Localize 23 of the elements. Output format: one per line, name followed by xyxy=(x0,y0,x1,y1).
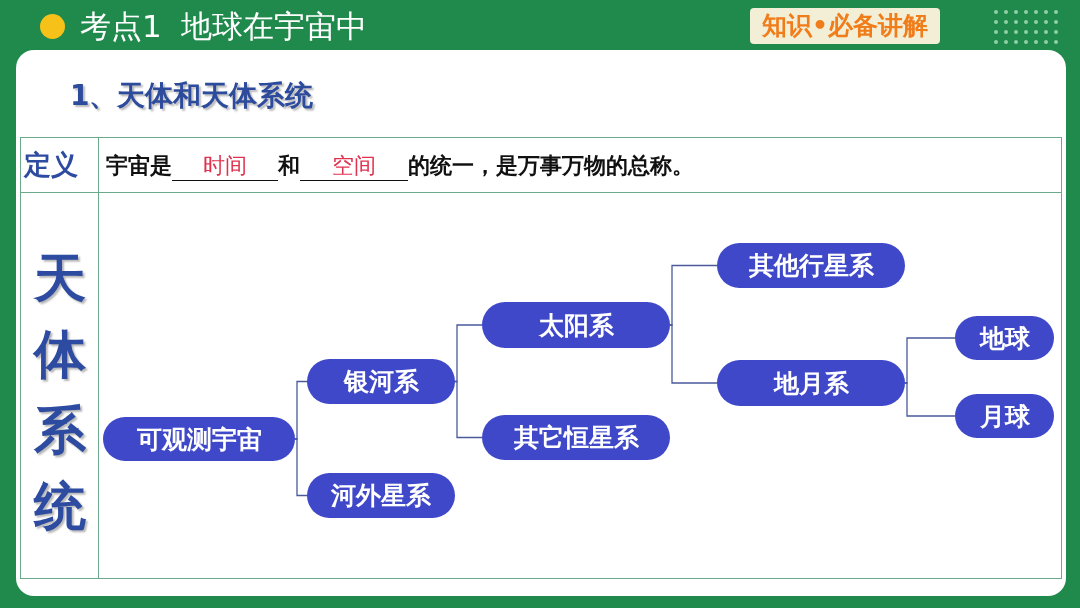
definition-text: 宇宙是 时间 和 空间 的统一，是万事万物的总称。 xyxy=(106,148,694,184)
pill-node: 其它恒星系 xyxy=(482,415,670,460)
pill-node: 银河系 xyxy=(307,359,455,404)
connector-line xyxy=(294,438,308,497)
pill-node: 地月系 xyxy=(717,360,905,406)
row-header: 天体系统 xyxy=(32,247,87,538)
connector-line xyxy=(294,380,308,440)
connector-line xyxy=(904,337,956,384)
topic-badge: 知识•必备讲解 xyxy=(750,8,940,44)
pill-node: 地球 xyxy=(955,316,1054,360)
row-header: 定义 xyxy=(24,148,78,182)
pill-node: 河外星系 xyxy=(307,473,455,518)
page-title: 考点1 地球在宇宙中 xyxy=(80,7,368,46)
section-heading: 1、天体和天体系统 xyxy=(70,78,314,114)
connector-line xyxy=(669,264,718,326)
pill-node: 太阳系 xyxy=(482,302,670,348)
pill-node: 月球 xyxy=(955,394,1054,438)
pill-node: 其他行星系 xyxy=(717,243,905,288)
connector-line xyxy=(454,324,483,383)
connector-line xyxy=(454,380,483,439)
connector-line xyxy=(669,324,718,384)
connector-line xyxy=(904,382,956,417)
pill-node: 可观测宇宙 xyxy=(103,417,295,461)
